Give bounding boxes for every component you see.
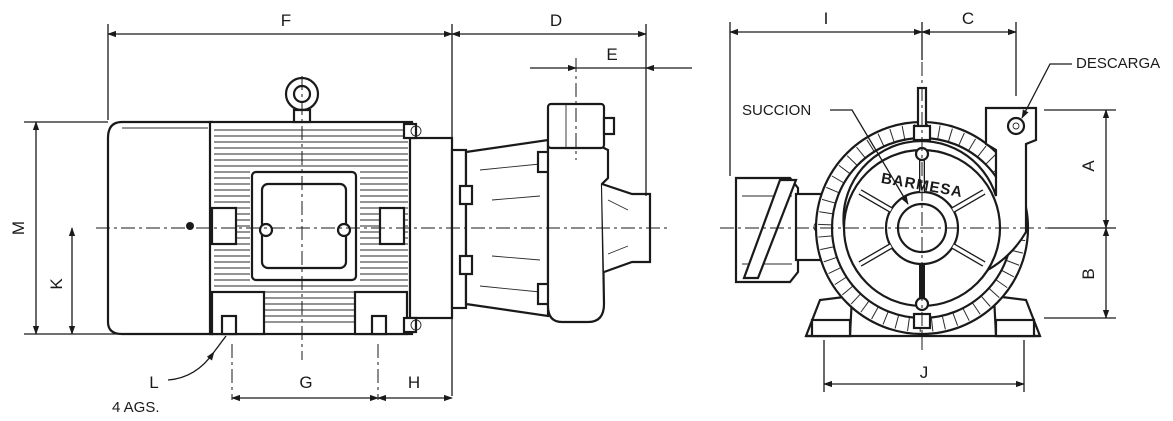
front-view-dimensions (729, 22, 1116, 392)
conduit-boss-left (210, 206, 238, 246)
front-view: BARMESA (720, 62, 1048, 350)
leader-L (167, 351, 215, 381)
label-G: G (299, 373, 312, 392)
leader-suction (830, 109, 909, 205)
conduit-boss-right (378, 206, 406, 246)
motor-feet (210, 290, 409, 336)
leader-discharge (1021, 63, 1072, 119)
note-discharge: DESCARGA (1076, 55, 1160, 72)
note-anchor-holes: 4 AGS. (112, 399, 160, 416)
label-C: C (962, 9, 974, 28)
terminal-box (250, 170, 358, 282)
label-A: A (1079, 160, 1098, 172)
label-H: H (408, 373, 420, 392)
discharge-port (1006, 116, 1026, 136)
label-E: E (606, 45, 617, 64)
label-I: I (824, 9, 829, 28)
label-M: M (9, 221, 28, 235)
label-F: F (281, 11, 291, 30)
note-suction: SUCCION (742, 102, 811, 119)
label-D: D (550, 11, 562, 30)
label-J: J (920, 363, 929, 382)
side-view (96, 58, 668, 400)
fan-screw (186, 222, 194, 230)
label-K: K (47, 278, 66, 290)
pump-casing (546, 144, 610, 324)
dimension-labels: F D E I C M K A B G H J L 4 AGS. SUCCION… (9, 9, 1160, 416)
label-B: B (1079, 268, 1098, 279)
side-view-dimensions (24, 24, 692, 402)
label-L: L (149, 373, 158, 392)
